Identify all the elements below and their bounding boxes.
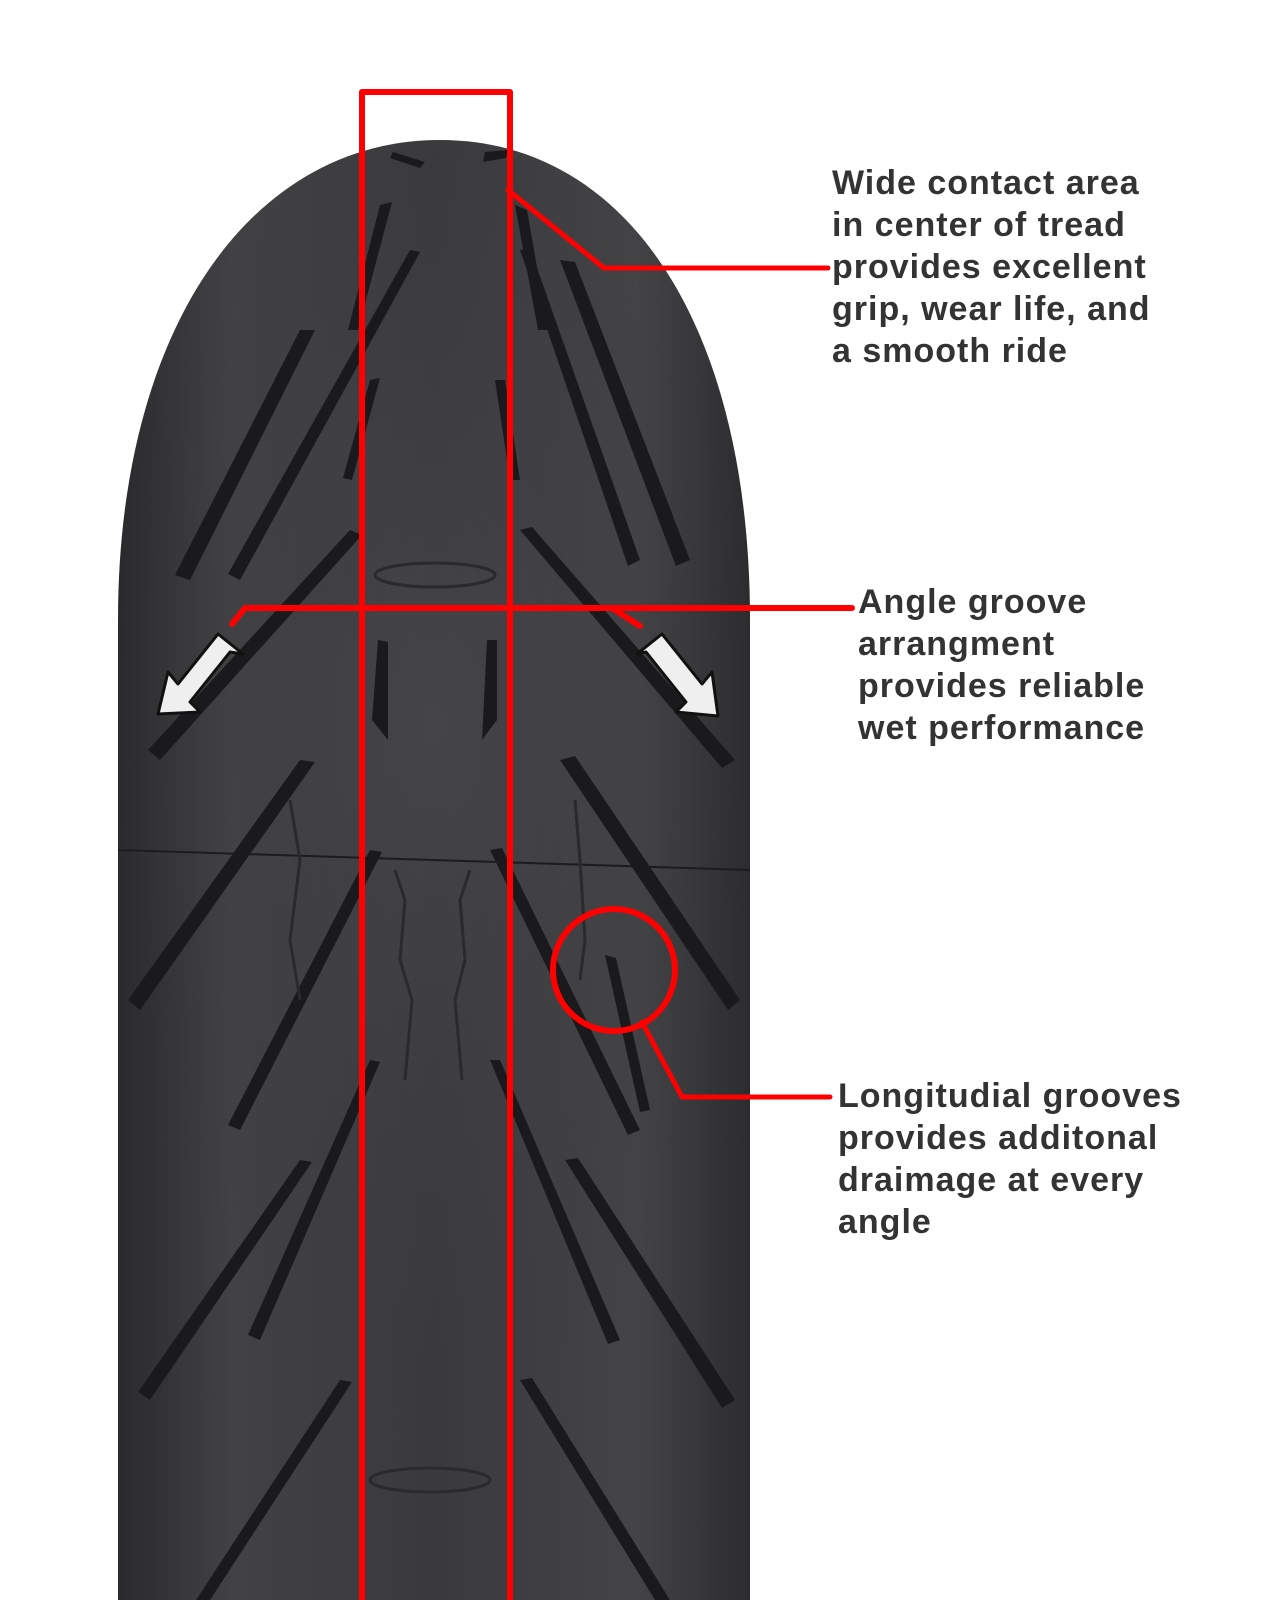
outward-arrow-left-icon (156, 632, 245, 716)
outward-arrow-right-icon (635, 632, 720, 718)
callout-line: draimage at every (838, 1161, 1145, 1199)
callout-line: Longitudial grooves (838, 1077, 1182, 1115)
annotation-markers (229, 89, 855, 1600)
callout-line: arrangment (858, 625, 1056, 663)
callout-line: grip, wear life, and (832, 290, 1151, 328)
callout-longitudinal-grooves: Longitudial grooves provides additonal d… (838, 1075, 1182, 1243)
callout-line: a smooth ride (832, 332, 1068, 370)
callout-line: provides excellent (832, 248, 1147, 286)
callout-line: provides additonal (838, 1119, 1159, 1157)
tread-sipes (288, 561, 587, 1494)
callout-angle-groove: Angle groove arrangment provides reliabl… (858, 581, 1145, 749)
callout-line: provides reliable (858, 667, 1146, 705)
circle-highlight (550, 906, 678, 1034)
callout-line: angle (838, 1203, 932, 1241)
callout-wide-contact-area: Wide contact area in center of tread pro… (832, 162, 1151, 372)
tire-body (117, 140, 751, 1600)
callout-line: Wide contact area (832, 164, 1140, 202)
callout-line: wet performance (858, 709, 1146, 747)
center-band-rectangle (359, 89, 513, 1600)
tread-grooves (128, 150, 740, 1600)
callout-line: in center of tread (832, 206, 1126, 244)
leader-line-wide-contact (505, 187, 831, 271)
callout-line: Angle groove (858, 583, 1088, 621)
leader-line-longitudinal (639, 1019, 833, 1100)
leader-line-angle-groove (229, 605, 855, 627)
